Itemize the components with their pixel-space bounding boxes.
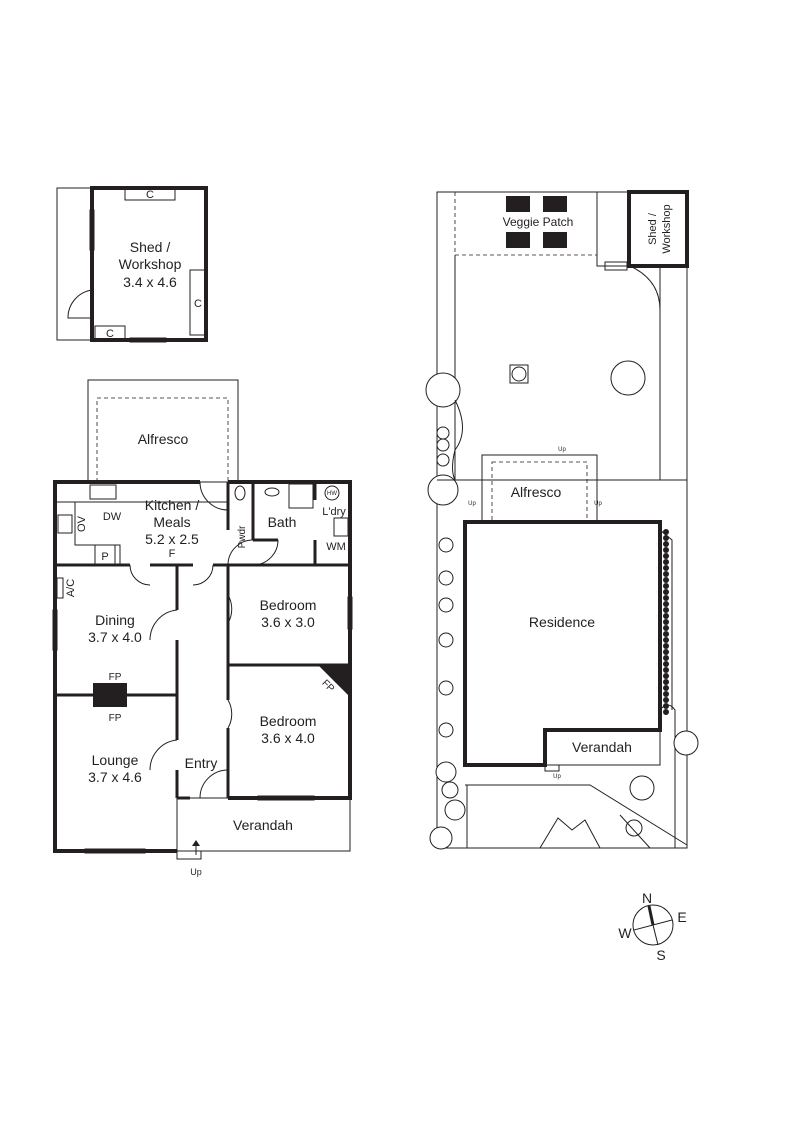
hedge-shrub [663, 595, 669, 601]
shed-plan: C C C Shed / Workshop 3.4 x 4.6 [56, 186, 208, 343]
hedge-shrub [663, 607, 669, 613]
compass-east: E [677, 909, 686, 925]
up-label: Up [558, 447, 566, 453]
shed-title: Shed / [130, 239, 171, 255]
room-bedroom-1: Bedroom [260, 597, 317, 613]
room-bedroom-1-size: 3.6 x 3.0 [261, 614, 315, 630]
hedge-shrub [663, 709, 669, 715]
hedge-shrub [663, 541, 669, 547]
cupboard-label: C [106, 328, 114, 340]
hedge-shrub [663, 703, 669, 709]
compass-south: S [656, 947, 665, 963]
oven-label: OV [76, 515, 88, 532]
room-kitchen-size: 5.2 x 2.5 [145, 531, 199, 547]
hedge-shrub [663, 589, 669, 595]
room-lounge: Lounge [92, 752, 139, 768]
up-label: Up [553, 774, 561, 780]
room-dining: Dining [95, 612, 135, 628]
hedge-shrub [663, 547, 669, 553]
hedge-shrub [663, 631, 669, 637]
hedge-shrub [663, 565, 669, 571]
verandah-label: Verandah [233, 817, 293, 833]
hedge-shrub [663, 529, 669, 535]
room-kitchen: Kitchen / [145, 497, 200, 513]
site-plan: Shed / Workshop Veggie Patch Up Up Up Al… [425, 190, 699, 850]
fridge-label: F [169, 548, 176, 560]
up-label: Up [190, 867, 202, 877]
up-label: Up [594, 501, 602, 507]
hedge-shrub [663, 655, 669, 661]
hedge-shrub [663, 679, 669, 685]
hedge-shrub [663, 559, 669, 565]
hedge-shrub [663, 685, 669, 691]
room-dining-size: 3.7 x 4.0 [88, 629, 142, 645]
room-bath: Bath [268, 514, 297, 530]
site-shed-label: Workshop [661, 204, 673, 253]
room-powder: Pwdr [237, 525, 248, 548]
hedge-shrub [663, 571, 669, 577]
fireplace-label: FP [109, 713, 122, 724]
veggie-patch-label: Veggie Patch [503, 215, 574, 229]
compass: N E S W [618, 890, 686, 963]
house-plan: Alfresco Up [52, 379, 353, 877]
hedge-shrub [663, 619, 669, 625]
hedge-shrub [663, 673, 669, 679]
hedge-shrub [663, 649, 669, 655]
compass-west: W [618, 925, 632, 941]
hedge-shrub [663, 697, 669, 703]
up-label: Up [468, 501, 476, 507]
room-laundry: L'dry [322, 506, 346, 518]
cupboard-label: C [146, 189, 154, 201]
hedge-shrub [663, 535, 669, 541]
hedge-shrub [663, 601, 669, 607]
site-verandah-label: Verandah [572, 739, 632, 755]
room-bedroom-2-size: 3.6 x 4.0 [261, 730, 315, 746]
room-kitchen: Meals [153, 514, 190, 530]
hedge-shrub [663, 577, 669, 583]
hedge-shrub [663, 553, 669, 559]
site-alfresco-label: Alfresco [511, 484, 562, 500]
hedge-shrub [663, 583, 669, 589]
room-lounge-size: 3.7 x 4.6 [88, 769, 142, 785]
hedge-shrub [663, 661, 669, 667]
room-alfresco: Alfresco [138, 431, 189, 447]
pantry-label: P [101, 551, 108, 563]
room-bedroom-2: Bedroom [260, 713, 317, 729]
hot-water-label: HW [327, 491, 337, 497]
site-shed-label: Shed / [647, 212, 659, 245]
shed-size: 3.4 x 4.6 [123, 274, 177, 290]
washing-machine-label: WM [326, 541, 346, 553]
fireplace-label: FP [109, 672, 122, 683]
hedge-shrub [663, 625, 669, 631]
residence-label: Residence [529, 614, 595, 630]
hedge-shrub [663, 667, 669, 673]
shed-title: Workshop [119, 256, 182, 272]
compass-north: N [642, 890, 652, 906]
dishwasher-label: DW [103, 511, 122, 523]
cupboard-label: C [194, 298, 202, 310]
hedge-shrub [663, 643, 669, 649]
hedge-shrub [663, 691, 669, 697]
air-con-label: A/C [65, 579, 77, 597]
hedge-shrub [663, 613, 669, 619]
hedge-shrub [663, 637, 669, 643]
room-entry: Entry [185, 755, 218, 771]
